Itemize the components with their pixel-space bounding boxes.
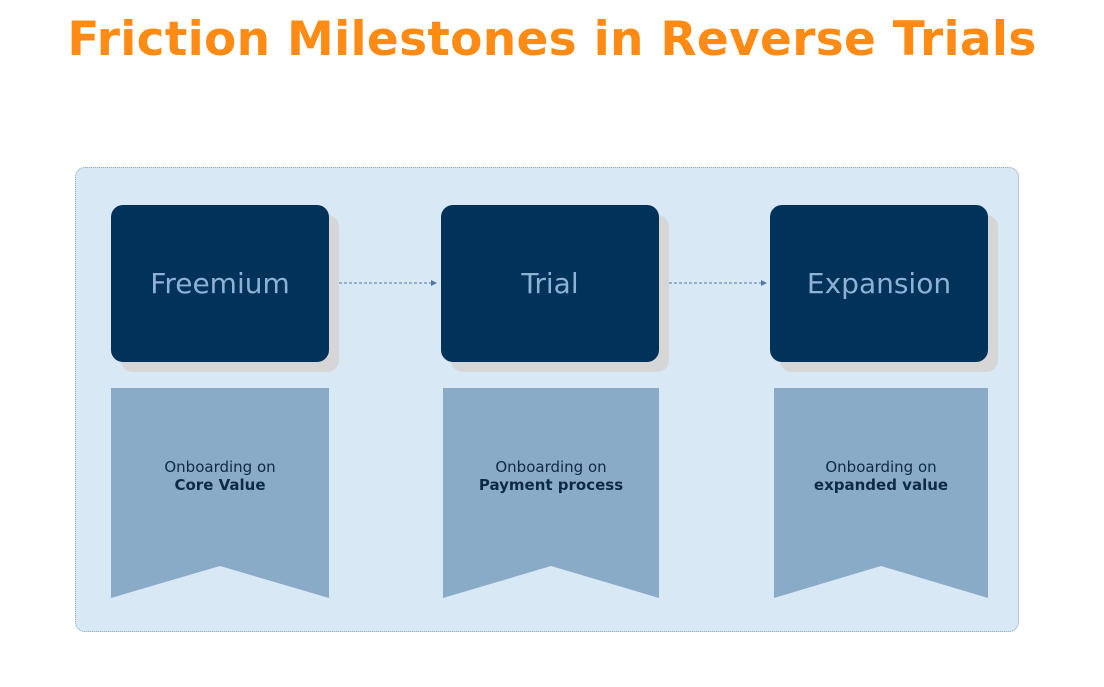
banner-expansion: Onboarding on expanded value — [774, 388, 988, 599]
banner-trial: Onboarding on Payment process — [443, 388, 659, 599]
page-title: Friction Milestones in Reverse Trials — [67, 12, 1037, 67]
banner-line1: Onboarding on — [495, 458, 607, 476]
banner-text: Onboarding on Payment process — [443, 458, 659, 494]
stage-label: Trial — [521, 267, 579, 300]
banner-freemium: Onboarding on Core Value — [111, 388, 329, 599]
stage-expansion: Expansion — [770, 205, 988, 362]
stage-freemium: Freemium — [111, 205, 329, 362]
banner-line1: Onboarding on — [164, 458, 276, 476]
banner-text: Onboarding on Core Value — [111, 458, 329, 494]
stage-label: Freemium — [150, 267, 290, 300]
stage-label: Expansion — [806, 267, 952, 300]
stage-trial: Trial — [441, 205, 659, 362]
banner-line2: expanded value — [813, 476, 949, 494]
banner-line2: Payment process — [478, 476, 624, 494]
banner-text: Onboarding on expanded value — [774, 458, 988, 494]
banner-line2: Core Value — [174, 476, 266, 494]
banner-line1: Onboarding on — [825, 458, 937, 476]
